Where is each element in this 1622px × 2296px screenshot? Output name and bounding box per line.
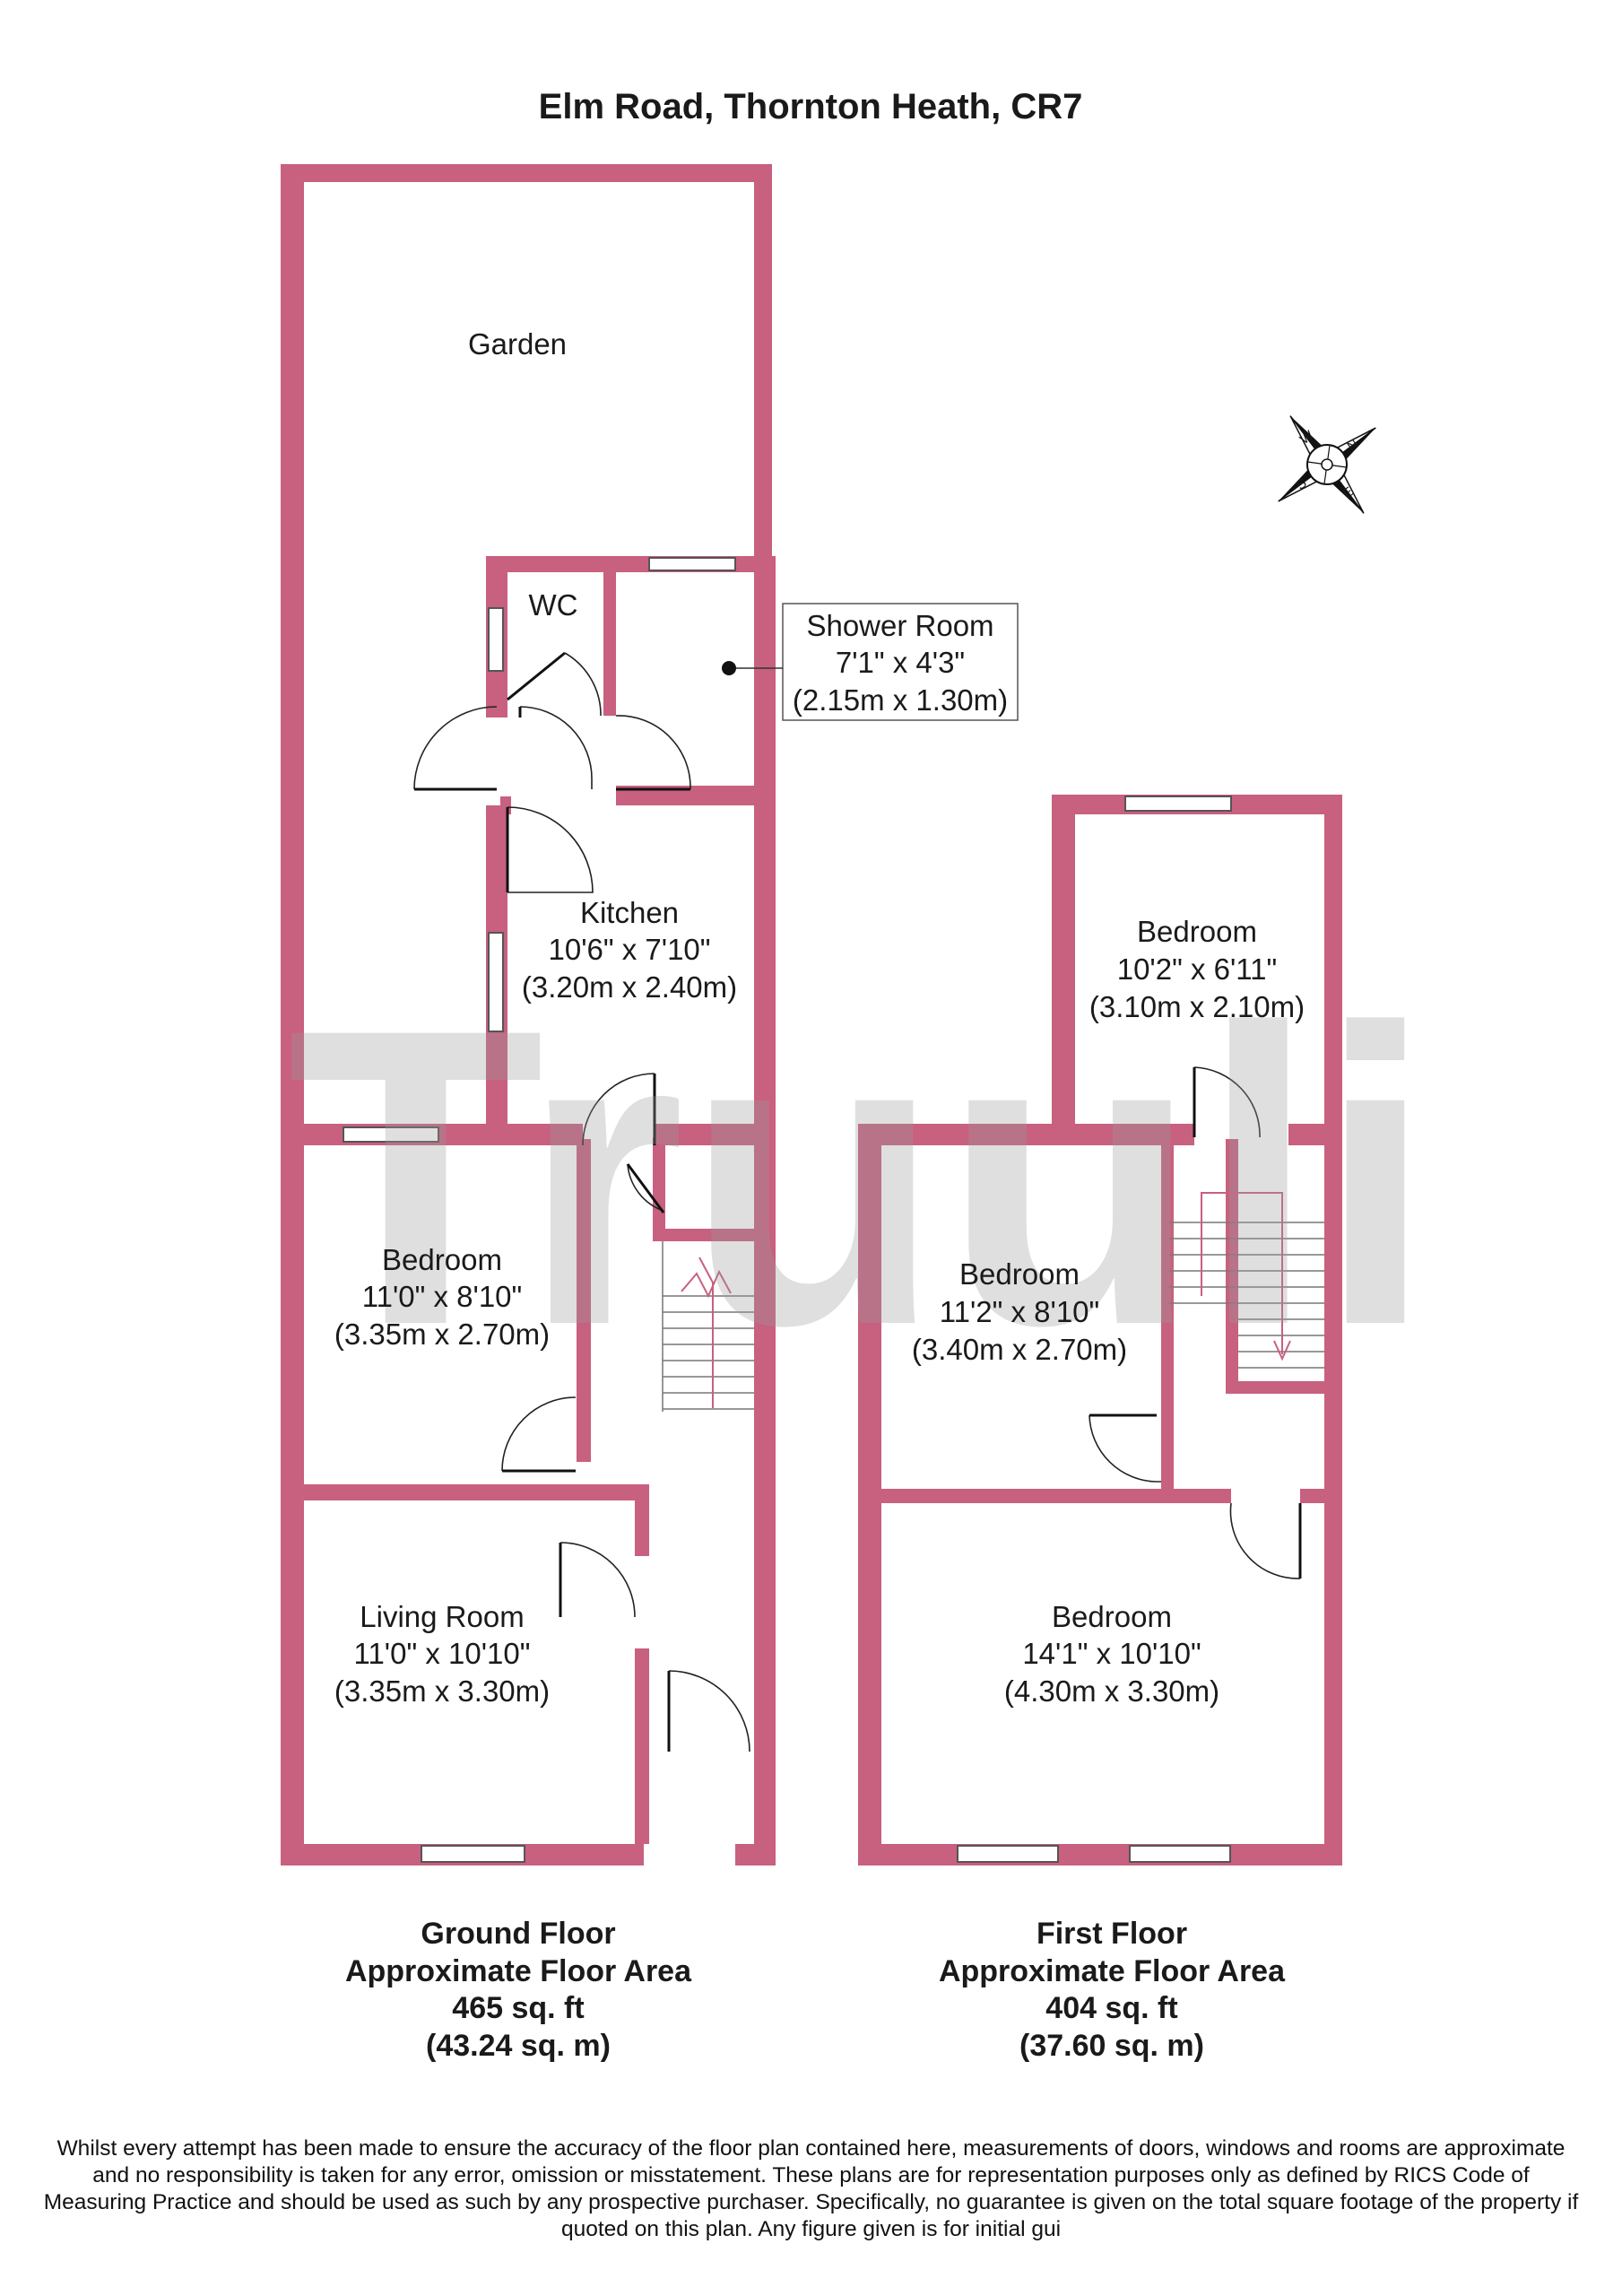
- shower-room-metric: (2.15m x 1.30m): [793, 683, 1008, 717]
- wall: [635, 1484, 649, 1556]
- page-title: Elm Road, Thornton Heath, CR7: [539, 87, 1083, 126]
- door-swing: [1229, 1502, 1301, 1579]
- wall: [735, 1844, 776, 1866]
- gf-bedroom-name: Bedroom: [382, 1243, 502, 1276]
- first-floor-walls: [858, 795, 1342, 1866]
- ground-floor-stairs: [662, 1241, 754, 1412]
- first-floor-sqft: 404 sq. ft: [1045, 1991, 1177, 2025]
- compass-center: [1321, 458, 1333, 471]
- wc-label: WC: [529, 588, 578, 622]
- door-swing: [1193, 1066, 1261, 1138]
- door-swing: [507, 806, 594, 893]
- wall: [653, 1229, 776, 1241]
- kitchen-name: Kitchen: [580, 896, 679, 929]
- ground-floor-label: Approximate Floor Area: [345, 1954, 692, 1988]
- first-floor-label: Approximate Floor Area: [939, 1954, 1286, 1988]
- kitchen-metric: (3.20m x 2.40m): [522, 970, 737, 1004]
- door-swing: [413, 706, 498, 790]
- wall: [1226, 1381, 1324, 1394]
- wall: [881, 1489, 1231, 1503]
- callout-dot: [722, 661, 736, 675]
- ff-bedroom-small-name: Bedroom: [1137, 915, 1257, 948]
- stair-arrow: [698, 1257, 714, 1408]
- wall: [1288, 1124, 1342, 1145]
- first-floor-name: First Floor: [1037, 1917, 1187, 1951]
- watermark: Truuli: [287, 942, 1434, 1413]
- window: [421, 1845, 525, 1863]
- wall: [754, 164, 772, 559]
- ff-bedroom-mid-metric: (3.40m x 2.70m): [912, 1333, 1127, 1366]
- door-swing: [627, 1163, 664, 1212]
- living-room-imperial: 11'0" x 10'10": [354, 1637, 531, 1670]
- gf-bedroom-imperial: 11'0" x 8'10": [362, 1280, 523, 1313]
- wall: [281, 164, 304, 1866]
- wall: [1052, 795, 1075, 1126]
- stair-arrow: [1201, 1192, 1283, 1354]
- door-swing: [501, 1396, 577, 1472]
- garden-label: Garden: [468, 327, 567, 361]
- window: [488, 607, 504, 672]
- gf-bedroom-metric: (3.35m x 2.70m): [334, 1318, 550, 1351]
- wall: [858, 1124, 881, 1866]
- wall: [1324, 795, 1342, 1866]
- shower-room-name: Shower Room: [806, 609, 993, 642]
- wall: [1075, 1124, 1194, 1145]
- ff-bedroom-large-name: Bedroom: [1052, 1600, 1172, 1633]
- wall: [577, 1139, 591, 1462]
- wall: [281, 1484, 577, 1500]
- ff-bedroom-mid-imperial: 11'2" x 8'10": [940, 1295, 1100, 1328]
- wall: [1226, 1139, 1238, 1390]
- ff-bedroom-large-metric: (4.30m x 3.30m): [1004, 1674, 1219, 1708]
- ff-bedroom-small-metric: (3.10m x 2.10m): [1089, 990, 1305, 1023]
- living-room-name: Living Room: [360, 1600, 524, 1633]
- ground-floor-sqm: (43.24 sq. m): [426, 2029, 611, 2063]
- ground-floor-doors: [413, 651, 750, 1752]
- wall: [858, 1124, 1075, 1145]
- first-floor-doors: [1089, 1066, 1302, 1579]
- window: [957, 1845, 1059, 1863]
- door-swing: [559, 1542, 636, 1618]
- ff-bedroom-small-imperial: 10'2" x 6'11": [1117, 952, 1278, 986]
- door-leaf: [507, 651, 566, 701]
- window: [1124, 796, 1232, 812]
- door-swing: [582, 1073, 655, 1146]
- door-leaf: [626, 1163, 665, 1213]
- ff-bedroom-mid-name: Bedroom: [959, 1257, 1080, 1291]
- disclaimer-text: Whilst every attempt has been made to en…: [43, 2136, 1579, 2241]
- shower-room-callout: [782, 603, 1019, 721]
- wall: [281, 164, 772, 182]
- first-floor-sqm: (37.60 sq. m): [1019, 2029, 1204, 2063]
- living-room-metric: (3.35m x 3.30m): [334, 1674, 550, 1708]
- compass-rose-icon: W N E S: [1278, 415, 1376, 514]
- first-floor-stairs: [1168, 1192, 1324, 1369]
- door-swing: [615, 715, 691, 790]
- wall: [1300, 1489, 1342, 1503]
- window: [648, 557, 736, 571]
- ff-bedroom-large-imperial: 14'1" x 10'10": [1022, 1637, 1201, 1670]
- wall: [603, 572, 616, 716]
- wall: [858, 1844, 1342, 1866]
- door-swing: [564, 652, 602, 717]
- door-swing: [519, 706, 593, 789]
- ground-floor-sqft: 465 sq. ft: [452, 1991, 584, 2025]
- window: [343, 1126, 439, 1143]
- stair-break: [681, 1269, 732, 1299]
- door-swing: [668, 1670, 750, 1752]
- kitchen-imperial: 10'6" x 7'10": [549, 933, 711, 966]
- shower-room-imperial: 7'1" x 4'3": [836, 646, 965, 679]
- wall: [655, 1124, 776, 1145]
- ground-floor-name: Ground Floor: [421, 1917, 615, 1951]
- window: [488, 932, 504, 1032]
- window: [1129, 1845, 1231, 1863]
- door-swing: [1089, 1414, 1161, 1483]
- wall: [1161, 1139, 1174, 1489]
- wall: [635, 1648, 649, 1844]
- wall: [754, 559, 776, 1866]
- stair-arrow-head: [1273, 1340, 1291, 1361]
- wall: [577, 1484, 648, 1500]
